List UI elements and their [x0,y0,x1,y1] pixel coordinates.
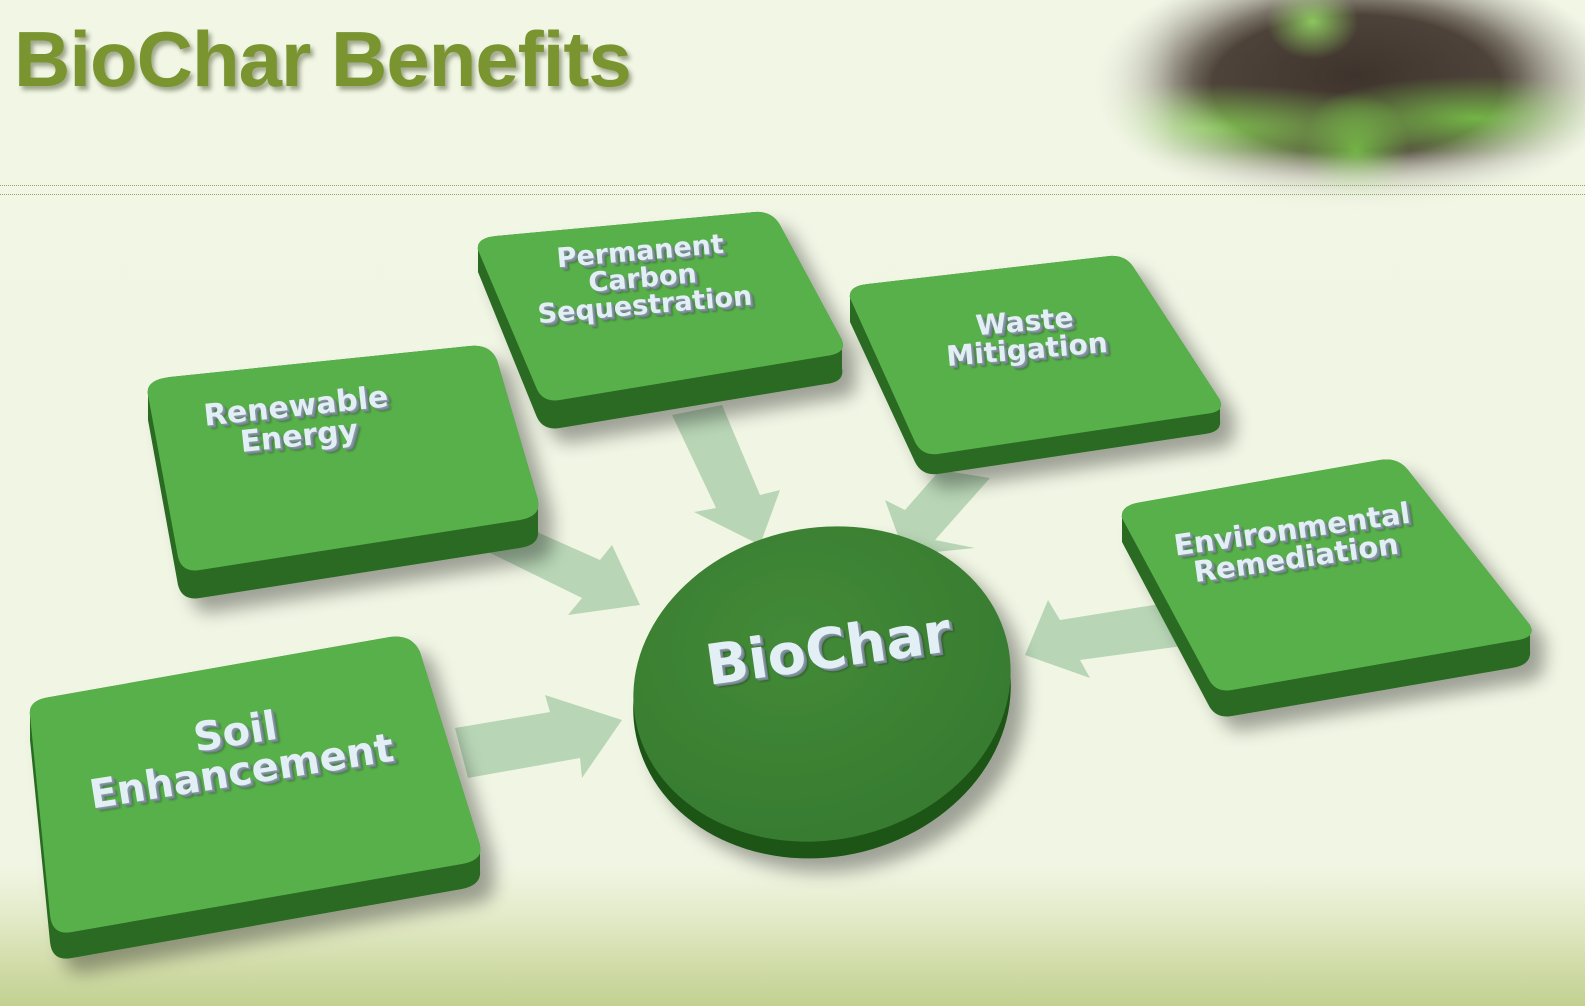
box-environmental-remediation [1121,459,1532,717]
box-soil-enhancement [29,636,481,959]
arrow-sequestration-to-biochar [672,405,780,545]
biochar-center-disc [633,526,1011,859]
arrow-soil-to-biochar [455,695,622,778]
header-divider-top [0,185,1585,186]
box-permanent-carbon-sequestration [477,211,844,429]
photo-fade-overlay [1040,0,1585,215]
box-renewable-energy [147,345,539,599]
slide-title: BioChar Benefits [14,15,632,103]
label-permanent-carbon-sequestration: Permanent Carbon Sequestration [532,229,753,330]
arrow-remediation-to-biochar [1025,600,1190,678]
arrow-waste-to-biochar [885,470,990,555]
header-divider-bottom [0,194,1585,195]
box-waste-mitigation [849,255,1222,475]
